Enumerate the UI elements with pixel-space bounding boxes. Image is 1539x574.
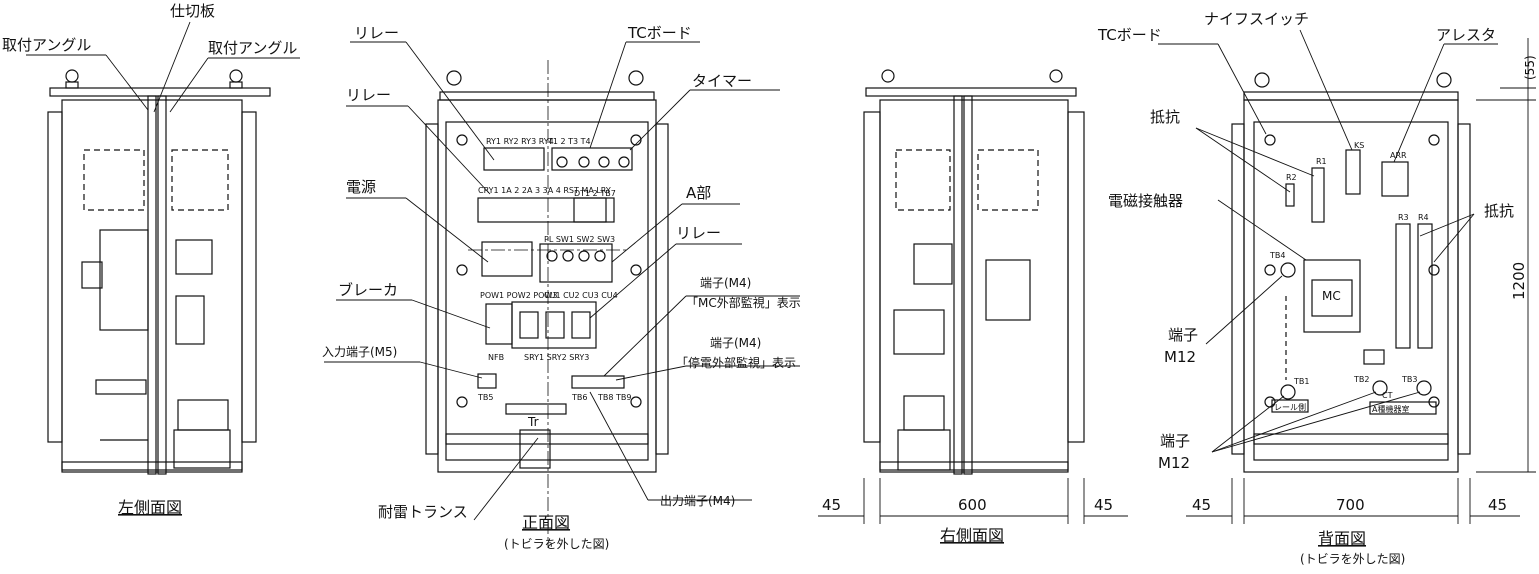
front-title: 正面図 [522, 513, 570, 532]
panel-a-room: A種機器室 [1372, 404, 1409, 414]
front-view [425, 60, 669, 548]
output-terminal-label: 出力端子(M4) [660, 494, 735, 508]
tc-board-back-label: TCボード [1097, 26, 1162, 44]
relay-top-label: リレー [354, 24, 399, 42]
panel-tr: Tr [527, 415, 539, 429]
breaker-label: ブレーカ [338, 281, 398, 299]
right-dim-width: 600 [958, 496, 987, 514]
panel-r4: R4 [1418, 213, 1429, 222]
left-side-view [47, 69, 271, 475]
panel-rail-side: レール側 [1274, 402, 1306, 412]
angle-left-label: 取付アングル [2, 36, 91, 54]
contactor-label: 電磁接触器 [1108, 192, 1183, 210]
leader-lines [26, 21, 1498, 521]
resistor-right-label: 抵抗 [1484, 202, 1514, 220]
panel-tb89: TB8 TB9 [597, 393, 631, 402]
terminal-bottom-label-2: M12 [1158, 454, 1190, 472]
panel-cu-row: CU1 CU2 CU3 CU4 [544, 291, 618, 300]
arrester-label: アレスタ [1436, 26, 1496, 44]
resistor-left-label: 抵抗 [1150, 108, 1180, 126]
transformer-label: 耐雷トランス [378, 503, 468, 521]
left-side-title: 左側面図 [118, 498, 182, 517]
power-label: 電源 [346, 178, 376, 196]
panel-cry-row: CRY1 1A 2 2A 3 3A 4 RST MA LRY [478, 186, 611, 195]
back-title: 背面図 [1318, 529, 1366, 548]
panel-tb3: TB3 [1401, 375, 1417, 384]
panel-pl-row: PL SW1 SW2 SW3 [544, 235, 615, 244]
terminal-top-label-1: 端子 [1168, 326, 1198, 344]
angle-right-label: 取付アングル [208, 39, 297, 57]
terminal-outage-label-2: 「停電外部監視」表示 [676, 355, 796, 370]
panel-ry-row: RY1 RY2 RY3 RY4 [486, 137, 554, 146]
a-part-label: A部 [686, 184, 711, 202]
back-dim-left: 45 [1192, 496, 1211, 514]
panel-ks: KS [1354, 141, 1364, 150]
panel-tb6: TB6 [571, 393, 587, 402]
panel-sry-row: SRY1 SRY2 SRY3 [524, 353, 589, 362]
panel-tb4: TB4 [1269, 251, 1285, 260]
dimension-lines [818, 38, 1536, 524]
panel-tb2: TB2 [1353, 375, 1369, 384]
relay-right-label: リレー [676, 224, 721, 242]
panel-r2: R2 [1286, 173, 1297, 182]
front-subtitle: (トビラを外した図) [504, 537, 609, 551]
panel-pow-row: POW1 POW2 POW3 [480, 291, 557, 300]
back-dim-width: 700 [1336, 496, 1365, 514]
panel-r3: R3 [1398, 213, 1409, 222]
panel-ct: CT [1382, 391, 1393, 400]
terminal-mc-label-1: 端子(M4) [700, 276, 751, 290]
timer-label: タイマー [692, 72, 752, 90]
right-dim-left: 45 [822, 496, 841, 514]
right-side-title: 右側面図 [940, 526, 1004, 545]
panel-t-row: T1 2 T3 T4 [547, 137, 591, 146]
terminal-mc-label-2: 「MC外部監視」表示 [686, 295, 801, 310]
terminal-outage-label-1: 端子(M4) [710, 336, 761, 350]
partition-label: 仕切板 [170, 2, 215, 20]
panel-arr: ARR [1390, 151, 1407, 160]
panel-tb5: TB5 [477, 393, 493, 402]
back-dim-top: (55) [1523, 55, 1537, 80]
back-view [1231, 72, 1471, 473]
back-dim-right: 45 [1488, 496, 1507, 514]
input-terminal-label: 入力端子(M5) [322, 345, 397, 359]
right-dim-right: 45 [1094, 496, 1113, 514]
relay-mid-label: リレー [346, 86, 391, 104]
knife-switch-label: ナイフスイッチ [1204, 10, 1309, 28]
back-dim-height: 1200 [1510, 262, 1528, 300]
panel-nfb: NFB [488, 353, 504, 362]
right-side-view [863, 69, 1085, 475]
terminal-bottom-label-1: 端子 [1160, 432, 1190, 450]
panel-dt-row: DT1 2 TB7 [574, 189, 616, 198]
panel-tb1: TB1 [1293, 377, 1309, 386]
back-subtitle: (トビラを外した図) [1300, 552, 1405, 566]
terminal-top-label-2: M12 [1164, 348, 1196, 366]
panel-r1: R1 [1316, 157, 1327, 166]
tc-board-front-label: TCボード [627, 24, 692, 42]
panel-mc: MC [1322, 289, 1341, 303]
